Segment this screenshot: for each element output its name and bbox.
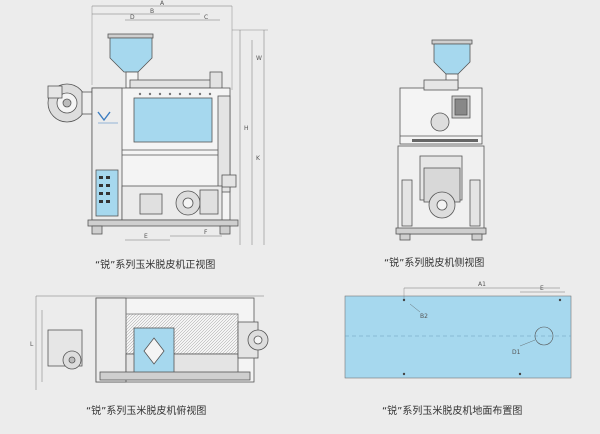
dim-e1-label: E [540, 285, 544, 292]
dim-a1-label: A1 [478, 281, 486, 288]
dim-d-label: D [130, 14, 135, 21]
caption-floor-plan: “锐”系列玉米脱皮机地面布置图 [382, 406, 523, 417]
front-inspection-window [133, 97, 213, 143]
dim-b-label: B [150, 8, 154, 15]
floor-hole-d1 [534, 326, 554, 346]
front-hopper-rim [107, 33, 154, 39]
caption-front-view: “锐”系列玉米脱皮机正视图 [95, 260, 216, 271]
dim-a-label: A [160, 0, 165, 7]
dim-d1-label: D1 [512, 349, 521, 356]
brand-logo [97, 111, 111, 122]
front-hopper [109, 37, 153, 73]
dim-e-label: E [144, 233, 148, 240]
caption-side-view: “锐”系列脱皮机侧视图 [384, 258, 485, 269]
side-view [395, 39, 487, 241]
dim-w-label: W [256, 55, 262, 62]
dim-b2-label: B2 [420, 313, 428, 320]
dim-h-label: H [244, 125, 249, 132]
side-hopper [433, 43, 471, 75]
dim-l-label: L [30, 341, 34, 348]
dim-k-label: K [256, 155, 261, 162]
dim-f-label: F [204, 229, 208, 236]
front-view [47, 5, 268, 245]
top-view [35, 295, 269, 390]
caption-top-view: “锐”系列玉米脱皮机俯视图 [86, 406, 207, 417]
dim-c-label: C [204, 14, 208, 21]
floor-foundation [344, 295, 572, 379]
floor-plan [344, 287, 572, 379]
front-base [87, 219, 239, 227]
